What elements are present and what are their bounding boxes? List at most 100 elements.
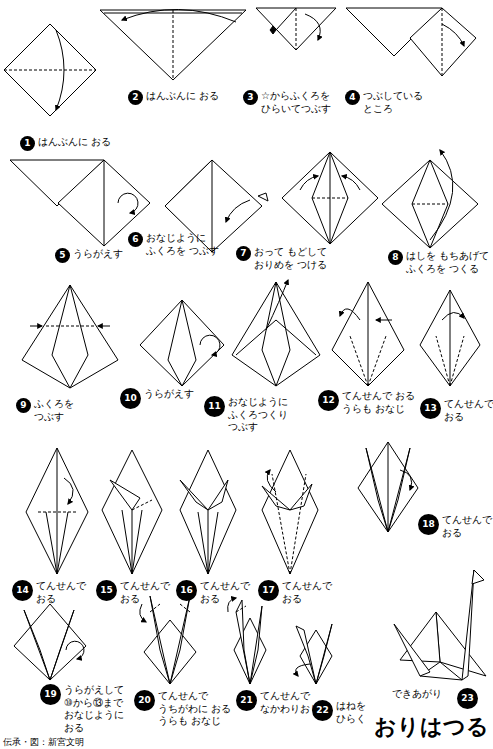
step-number: 10うらがえす	[120, 388, 214, 409]
step-number: 7おって もどして おりめを つける	[236, 246, 346, 271]
callout-number: 10	[120, 388, 141, 409]
fold-line	[150, 604, 190, 612]
step-instruction: はんぶんに おる	[38, 136, 138, 149]
fold-line	[296, 664, 310, 676]
fold-line	[262, 282, 290, 386]
step-instruction: うらがえす	[144, 388, 214, 401]
callout-number: 5	[55, 248, 70, 263]
fold-line	[412, 160, 448, 248]
fold-line	[276, 8, 296, 30]
step-instruction: ふくろを つぶす	[34, 398, 86, 423]
fold-line	[26, 448, 88, 574]
fold-line	[168, 300, 196, 386]
step-number: 17てんせんで おる	[258, 580, 344, 605]
fold-line	[228, 598, 236, 612]
step-number: 11おなじように ふくろつくり つぶす	[204, 396, 300, 434]
fold-line	[236, 320, 316, 355]
step-number: 21てんせんで なかわりおり	[236, 690, 324, 715]
fold-line	[100, 10, 246, 80]
step-instruction: てんせんで うちがわに おる うらも おなじ	[158, 690, 246, 728]
step-number: 5うらがえす	[55, 248, 153, 263]
fold-line	[50, 610, 74, 680]
step-instruction: できあがり	[392, 688, 454, 701]
fold-line	[262, 450, 318, 574]
fold-line	[140, 300, 224, 386]
step-instruction: てんせんで おる うらも おなじ	[342, 390, 430, 415]
callout-number: 11	[204, 396, 225, 417]
fold-line	[442, 312, 464, 320]
callout-number: 6	[128, 232, 143, 247]
callout-number: 7	[236, 246, 251, 261]
fold-line	[30, 326, 42, 327]
step-number: 13てんせんで おる	[420, 398, 493, 423]
callout-number: 1	[20, 136, 35, 151]
fold-line	[442, 8, 443, 76]
fold-line	[450, 290, 451, 386]
step-number: 9ふくろを つぶす	[16, 398, 86, 423]
fold-line	[58, 160, 150, 246]
fold-line	[376, 320, 392, 321]
step-number: 8はしを もちあげて ふくろを つくる	[388, 250, 493, 275]
callout-number: 23	[457, 688, 478, 709]
fold-line	[410, 8, 476, 76]
callout-number: 17	[258, 580, 279, 601]
step-number: 22はねを ひらく	[312, 700, 382, 725]
step-instruction: てんせんで おる	[120, 580, 182, 605]
callout-number: 9	[16, 398, 31, 413]
fold-line	[270, 26, 276, 34]
step-instruction: はんぶんに おる	[146, 90, 246, 103]
fold-line	[46, 448, 68, 574]
fold-line	[342, 176, 360, 190]
fold-line	[56, 30, 64, 110]
fold-line	[250, 606, 262, 684]
fold-line	[282, 152, 378, 244]
step-instruction: おって もどして おりめを つける	[254, 246, 346, 271]
step-number: 2はんぶんに おる	[128, 90, 246, 105]
fold-line	[232, 282, 320, 386]
fold-line	[118, 193, 138, 213]
fold-line	[472, 570, 484, 584]
fold-line	[296, 626, 316, 684]
fold-line	[305, 14, 320, 40]
fold-line	[236, 606, 246, 612]
callout-number: 14	[12, 580, 33, 601]
fold-line	[258, 193, 268, 201]
fold-line	[266, 280, 288, 330]
fold-line	[122, 510, 142, 574]
callout-number: 2	[128, 90, 143, 105]
fold-line	[102, 450, 162, 574]
fold-line	[296, 8, 297, 50]
fold-line	[350, 336, 386, 386]
fold-line	[173, 10, 174, 80]
step-instruction: てんせんで おる	[36, 580, 98, 605]
step-instruction: てんせんで おる	[444, 398, 493, 423]
fold-line	[316, 624, 332, 684]
fold-line	[66, 641, 84, 659]
fold-line	[22, 285, 118, 388]
fold-line	[382, 160, 478, 248]
fold-line	[46, 326, 94, 327]
fold-line	[14, 604, 86, 680]
fold-line	[420, 290, 480, 386]
fold-line	[400, 470, 412, 490]
callout-number: 8	[388, 250, 403, 265]
callout-number: 3	[243, 90, 258, 105]
callout-number: 12	[318, 390, 339, 411]
fold-line	[368, 282, 369, 386]
callout-number: 13	[420, 398, 441, 419]
fold-line	[24, 610, 50, 680]
step-instruction: うらがえす	[73, 248, 153, 261]
step-instruction: てんせんで おる	[200, 580, 262, 605]
step-number: 4つぶしている ところ	[345, 90, 435, 115]
callout-number: 4	[345, 90, 360, 105]
fold-line	[290, 484, 312, 510]
step-number: 18てんせんで おる	[418, 514, 493, 539]
step-number: 1はんぶんに おる	[20, 136, 138, 151]
fold-line	[226, 200, 250, 222]
fold-line	[150, 596, 170, 684]
fold-figures	[4, 8, 486, 684]
fold-line	[236, 600, 250, 684]
fold-line	[300, 176, 318, 190]
fold-line	[358, 442, 418, 532]
